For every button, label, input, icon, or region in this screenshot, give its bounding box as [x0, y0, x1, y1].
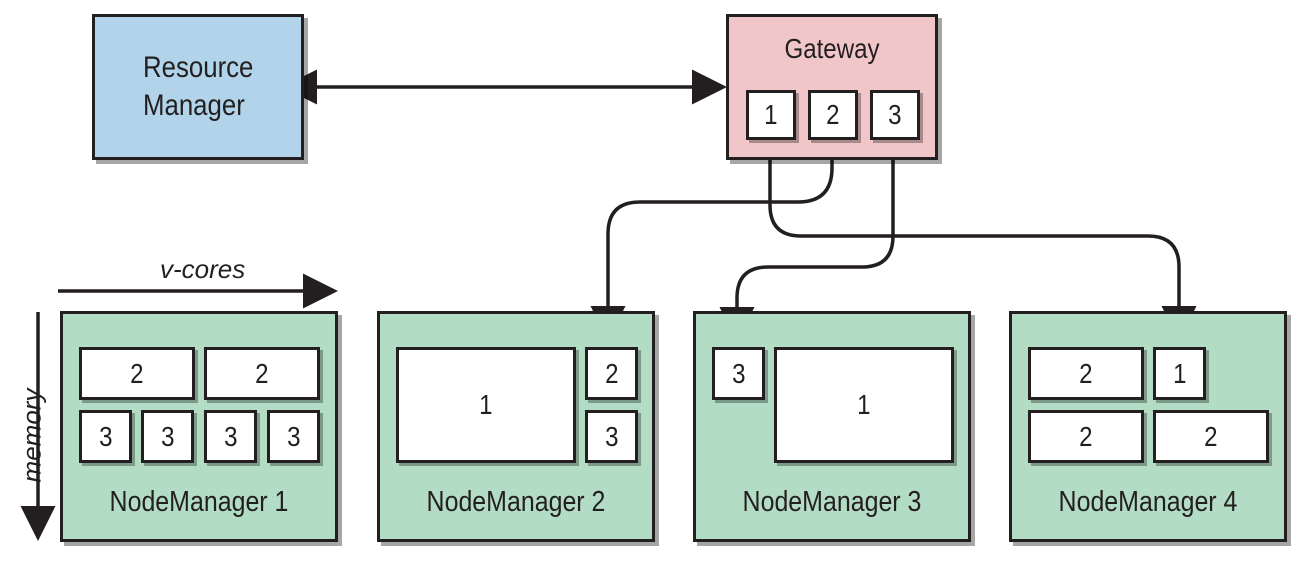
container: 1: [774, 347, 954, 463]
resource-manager-label: Resource Manager: [142, 51, 254, 122]
container: 1: [1153, 347, 1206, 400]
container: 2: [79, 347, 195, 400]
gateway-slot-1: 1: [746, 90, 796, 140]
gateway-title: Gateway: [784, 33, 880, 64]
container: 3: [267, 410, 320, 463]
container: 2: [1028, 410, 1144, 463]
node-manager-2: 1 2 3 NodeManager 2: [377, 311, 655, 542]
slot3-to-nm3-arrow: [719, 138, 895, 342]
node-manager-4: 2 1 2 2 NodeManager 4: [1009, 311, 1287, 542]
v-cores-label: v-cores: [160, 254, 246, 284]
memory-label: memory: [16, 388, 47, 483]
node-manager-1: 2 2 3 3 3 3 NodeManager 1: [60, 311, 338, 542]
container: 3: [204, 410, 257, 463]
container: 2: [204, 347, 320, 400]
container: 2: [1153, 410, 1269, 463]
container: 1: [396, 347, 576, 463]
gateway-slot-3: 3: [870, 90, 920, 140]
gateway-box: Gateway 1 2 3: [726, 14, 938, 160]
node-manager-label: NodeManager 3: [742, 486, 922, 518]
slot1-to-nm4-arrow: [768, 138, 1197, 341]
slot2-to-nm2-arrow: [590, 138, 834, 341]
container: 3: [141, 410, 194, 463]
node-manager-label: NodeManager 4: [1058, 486, 1238, 518]
container: 3: [79, 410, 132, 463]
container: 2: [1028, 347, 1144, 400]
gateway-slot-2: 2: [808, 90, 858, 140]
container: 2: [585, 347, 638, 400]
resource-manager-box: Resource Manager: [92, 14, 304, 160]
node-manager-3: 3 1 NodeManager 3: [693, 311, 971, 542]
container: 3: [585, 410, 638, 463]
node-manager-label: NodeManager 1: [109, 486, 289, 518]
node-manager-label: NodeManager 2: [426, 486, 606, 518]
container: 3: [712, 347, 765, 400]
